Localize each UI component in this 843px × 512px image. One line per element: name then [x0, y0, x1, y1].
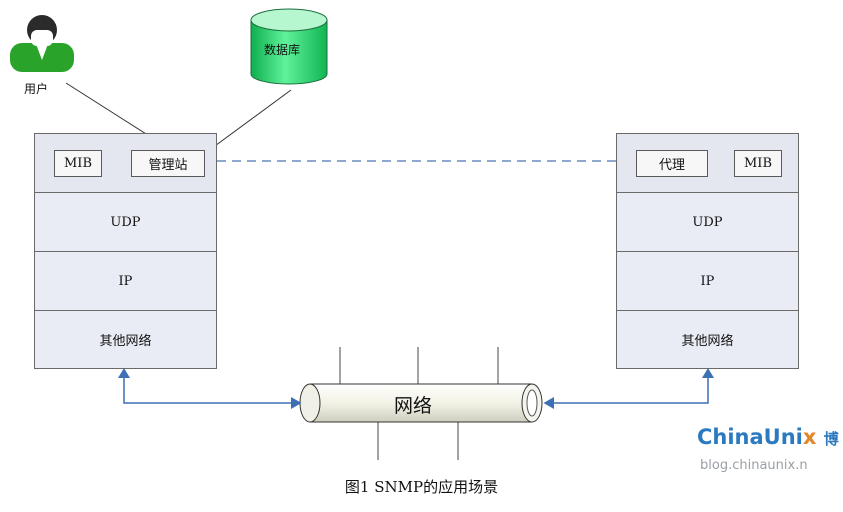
watermark-brand-part1: ChinaUni: [697, 425, 803, 449]
manager-mib-box: MIB: [54, 150, 102, 177]
database-label: 数据库: [264, 43, 301, 57]
left-network-connector: [123, 370, 302, 409]
manager-other-network-layer: 其他网络: [35, 310, 216, 368]
figure-caption: 图1 SNMP的应用场景: [344, 478, 499, 496]
database-icon: [250, 8, 328, 85]
watermark-brand-part2: x: [802, 425, 817, 449]
manager-station-box: 管理站: [131, 150, 205, 177]
chinaunix-watermark: ChinaUnix 博: [697, 425, 839, 449]
database-to-manager-line: [203, 89, 292, 155]
left-up-arrow: [118, 368, 130, 378]
manager-stack: MIB 管理站 UDP IP 其他网络: [34, 133, 217, 369]
agent-other-network-layer: 其他网络: [617, 310, 798, 368]
manager-ip-layer: IP: [35, 251, 216, 310]
agent-ip-layer: IP: [617, 251, 798, 310]
watermark-brand-suffix: 博: [823, 430, 839, 448]
network-pipe: [299, 383, 543, 423]
watermark-url: blog.chinaunix.n: [700, 458, 808, 473]
agent-udp-layer: UDP: [617, 192, 798, 251]
manager-udp-layer: UDP: [35, 192, 216, 251]
user-label: 用户: [24, 82, 49, 96]
network-label: 网络: [394, 395, 433, 417]
right-up-arrow: [702, 368, 714, 378]
right-network-connector: [543, 370, 709, 409]
user-icon: [10, 15, 74, 72]
agent-box: 代理: [636, 150, 708, 177]
agent-mib-box: MIB: [734, 150, 782, 177]
agent-stack: 代理 MIB UDP IP 其他网络: [616, 133, 799, 369]
